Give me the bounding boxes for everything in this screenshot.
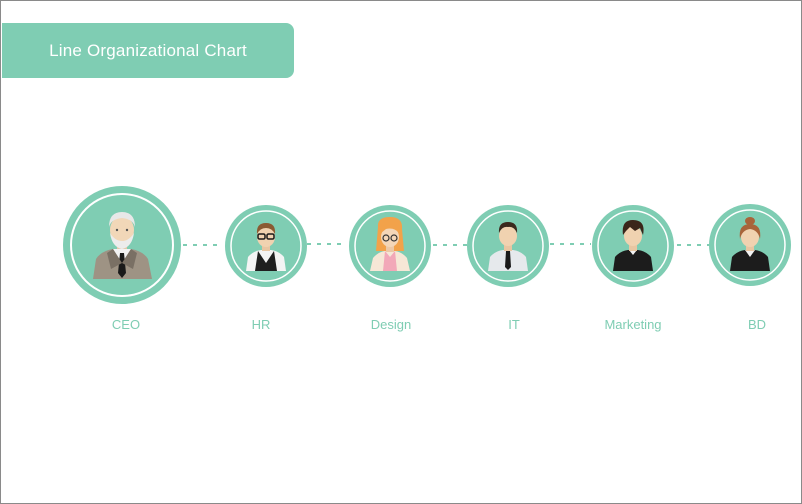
node-ring [70,193,174,297]
node-ring [230,210,302,282]
hr-avatar-icon [246,223,286,271]
node-ring [354,210,426,282]
chart-title-box: Line Organizational Chart [2,23,294,78]
design-avatar-icon [370,217,410,271]
node-label-hr: HR [252,317,271,332]
chart-title: Line Organizational Chart [49,40,247,60]
node-label-design: Design [371,317,411,332]
node-label-it: IT [508,317,520,332]
node-ring [597,210,669,282]
node-ring [714,209,786,281]
node-label-marketing: Marketing [604,317,661,332]
node-label-ceo: CEO [112,317,140,332]
connector-lines [183,243,709,246]
bd-avatar-icon [730,217,770,271]
node-ring [472,210,544,282]
node-marketing[interactable] [592,205,674,287]
node-label-bd: BD [748,317,766,332]
node-bd[interactable] [709,204,791,286]
node-design[interactable] [349,205,431,287]
marketing-avatar-icon [613,220,653,271]
ceo-avatar-icon [93,212,152,279]
node-hr[interactable] [225,205,307,287]
node-it[interactable] [467,205,549,287]
node-ceo[interactable] [63,186,181,304]
it-avatar-icon [488,222,528,271]
